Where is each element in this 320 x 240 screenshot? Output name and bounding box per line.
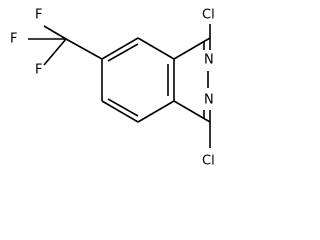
bond-cf3-to-fluorine-bottom — [43, 38, 67, 66]
bond-benzene-5 — [101, 100, 139, 123]
atom-label-fluorine-top: F — [35, 8, 42, 23]
chemical-structure-diagram: F F F Cl N N Cl — [10, 8, 215, 169]
atom-label-chlorine-top: Cl — [202, 8, 215, 23]
bond-benzene-5-inner — [107, 98, 139, 117]
bond-benzene-4 — [137, 100, 175, 123]
bond-cf3-to-fluorine-top — [43, 25, 67, 40]
bond-cf3-carbon-to-ring — [65, 38, 103, 60]
bond-benzene-1-inner — [107, 43, 139, 62]
atom-label-fluorine-bottom: F — [35, 63, 42, 78]
bond-pyridazine-c1 — [173, 100, 211, 123]
atom-label-nitrogen-lower: N — [204, 93, 214, 108]
bond-benzene-1 — [101, 37, 139, 60]
atom-label-nitrogen-upper: N — [204, 53, 214, 68]
atom-label-chlorine-bottom: Cl — [202, 154, 215, 169]
atom-label-fluorine-left: F — [10, 32, 17, 47]
bond-pyridazine-c4 — [173, 37, 211, 60]
bond-benzene-2 — [137, 37, 175, 60]
